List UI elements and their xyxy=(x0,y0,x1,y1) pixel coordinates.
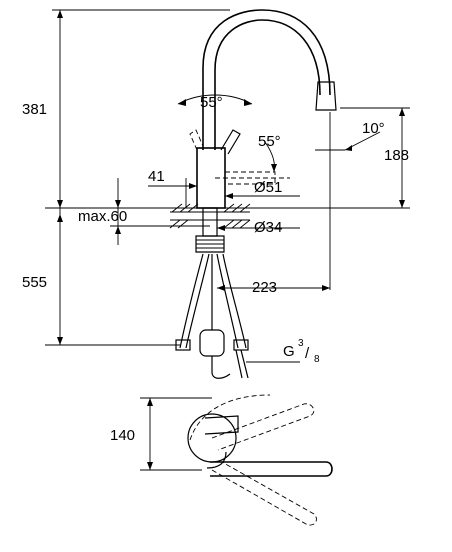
counter-hatch xyxy=(169,203,251,229)
dim-140: 140 xyxy=(110,427,135,444)
angle-spout: 10° xyxy=(362,120,385,137)
thread-separator: / xyxy=(305,345,310,362)
lever-angle-marks xyxy=(177,94,277,173)
angle-lever-tilt: 55° xyxy=(258,133,281,150)
dim41-lines xyxy=(148,178,197,208)
dim-diameter-51: Ø51 xyxy=(254,179,282,196)
max60-dimension xyxy=(110,178,210,245)
thread-prefix: G xyxy=(283,343,295,360)
right-dimension-lines xyxy=(315,107,410,290)
dim-max60: max.60 xyxy=(78,208,127,225)
dim-d51-lines xyxy=(225,193,300,199)
dim-41: 41 xyxy=(148,168,165,185)
hoses xyxy=(175,253,249,379)
dim-d34-lines xyxy=(217,225,300,231)
thread-numerator: 3 xyxy=(298,338,304,349)
dim-188: 188 xyxy=(384,147,409,164)
dim-381: 381 xyxy=(22,101,47,118)
top-view xyxy=(140,394,333,526)
angle-lever-range: 55° xyxy=(200,94,223,111)
dim-diameter-34: Ø34 xyxy=(254,219,282,236)
dim-555: 555 xyxy=(22,274,47,291)
dim223-lines xyxy=(217,285,330,291)
dim-223: 223 xyxy=(252,279,277,296)
faucet-body xyxy=(189,9,337,253)
left-dimension-lines xyxy=(45,9,410,346)
thread-denominator: 8 xyxy=(314,354,320,365)
